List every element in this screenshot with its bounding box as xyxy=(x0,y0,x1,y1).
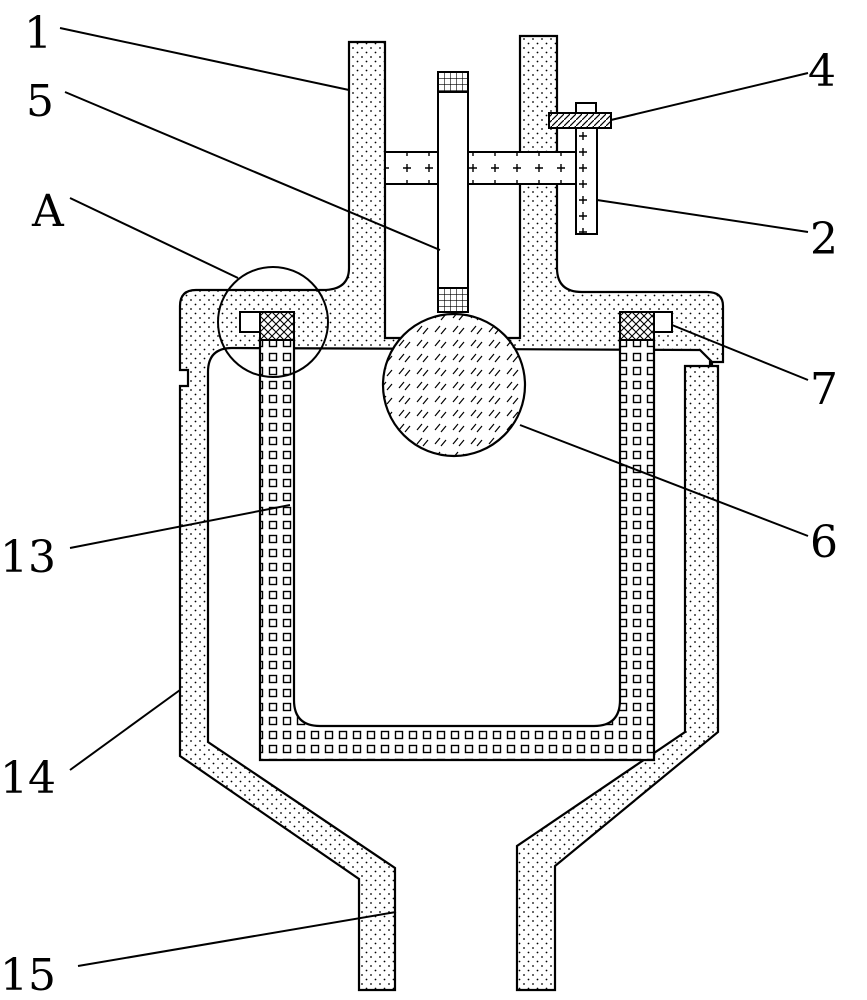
label-7: 7 xyxy=(810,364,838,415)
leader-13 xyxy=(69,504,291,549)
label-13: 13 xyxy=(0,532,56,583)
leader-15 xyxy=(77,911,397,967)
label-4: 4 xyxy=(808,46,836,97)
float-ball xyxy=(381,312,527,458)
float-rod-top-cap xyxy=(437,71,469,93)
seal-ring-left xyxy=(239,311,261,333)
seal-ring-right xyxy=(653,311,673,333)
label-5: 5 xyxy=(26,76,54,127)
label-15: 15 xyxy=(0,950,56,1000)
leader-1 xyxy=(59,27,350,91)
leader-a xyxy=(69,197,239,279)
leader-4 xyxy=(610,72,809,121)
vertical-rod xyxy=(575,125,598,235)
basket-cap-right xyxy=(619,311,655,341)
bolt-head xyxy=(548,112,612,129)
float-rod-bottom-cap xyxy=(437,287,469,313)
float-rod xyxy=(437,71,469,303)
leader-2 xyxy=(596,199,809,233)
leader-6 xyxy=(519,424,809,537)
label-1: 1 xyxy=(24,8,52,59)
basket-cap-left xyxy=(259,311,295,341)
label-a: A xyxy=(31,186,65,237)
detail-circle-a xyxy=(217,266,329,378)
housing-wall xyxy=(178,34,725,992)
leader-5 xyxy=(64,91,441,251)
label-2: 2 xyxy=(810,214,838,265)
label-14: 14 xyxy=(0,753,56,804)
label-6: 6 xyxy=(810,517,838,568)
horizontal-rod xyxy=(384,151,598,185)
bolt-top xyxy=(575,102,597,114)
inner-basket xyxy=(258,336,656,762)
leader-14 xyxy=(69,689,181,771)
leader-7 xyxy=(671,324,809,381)
